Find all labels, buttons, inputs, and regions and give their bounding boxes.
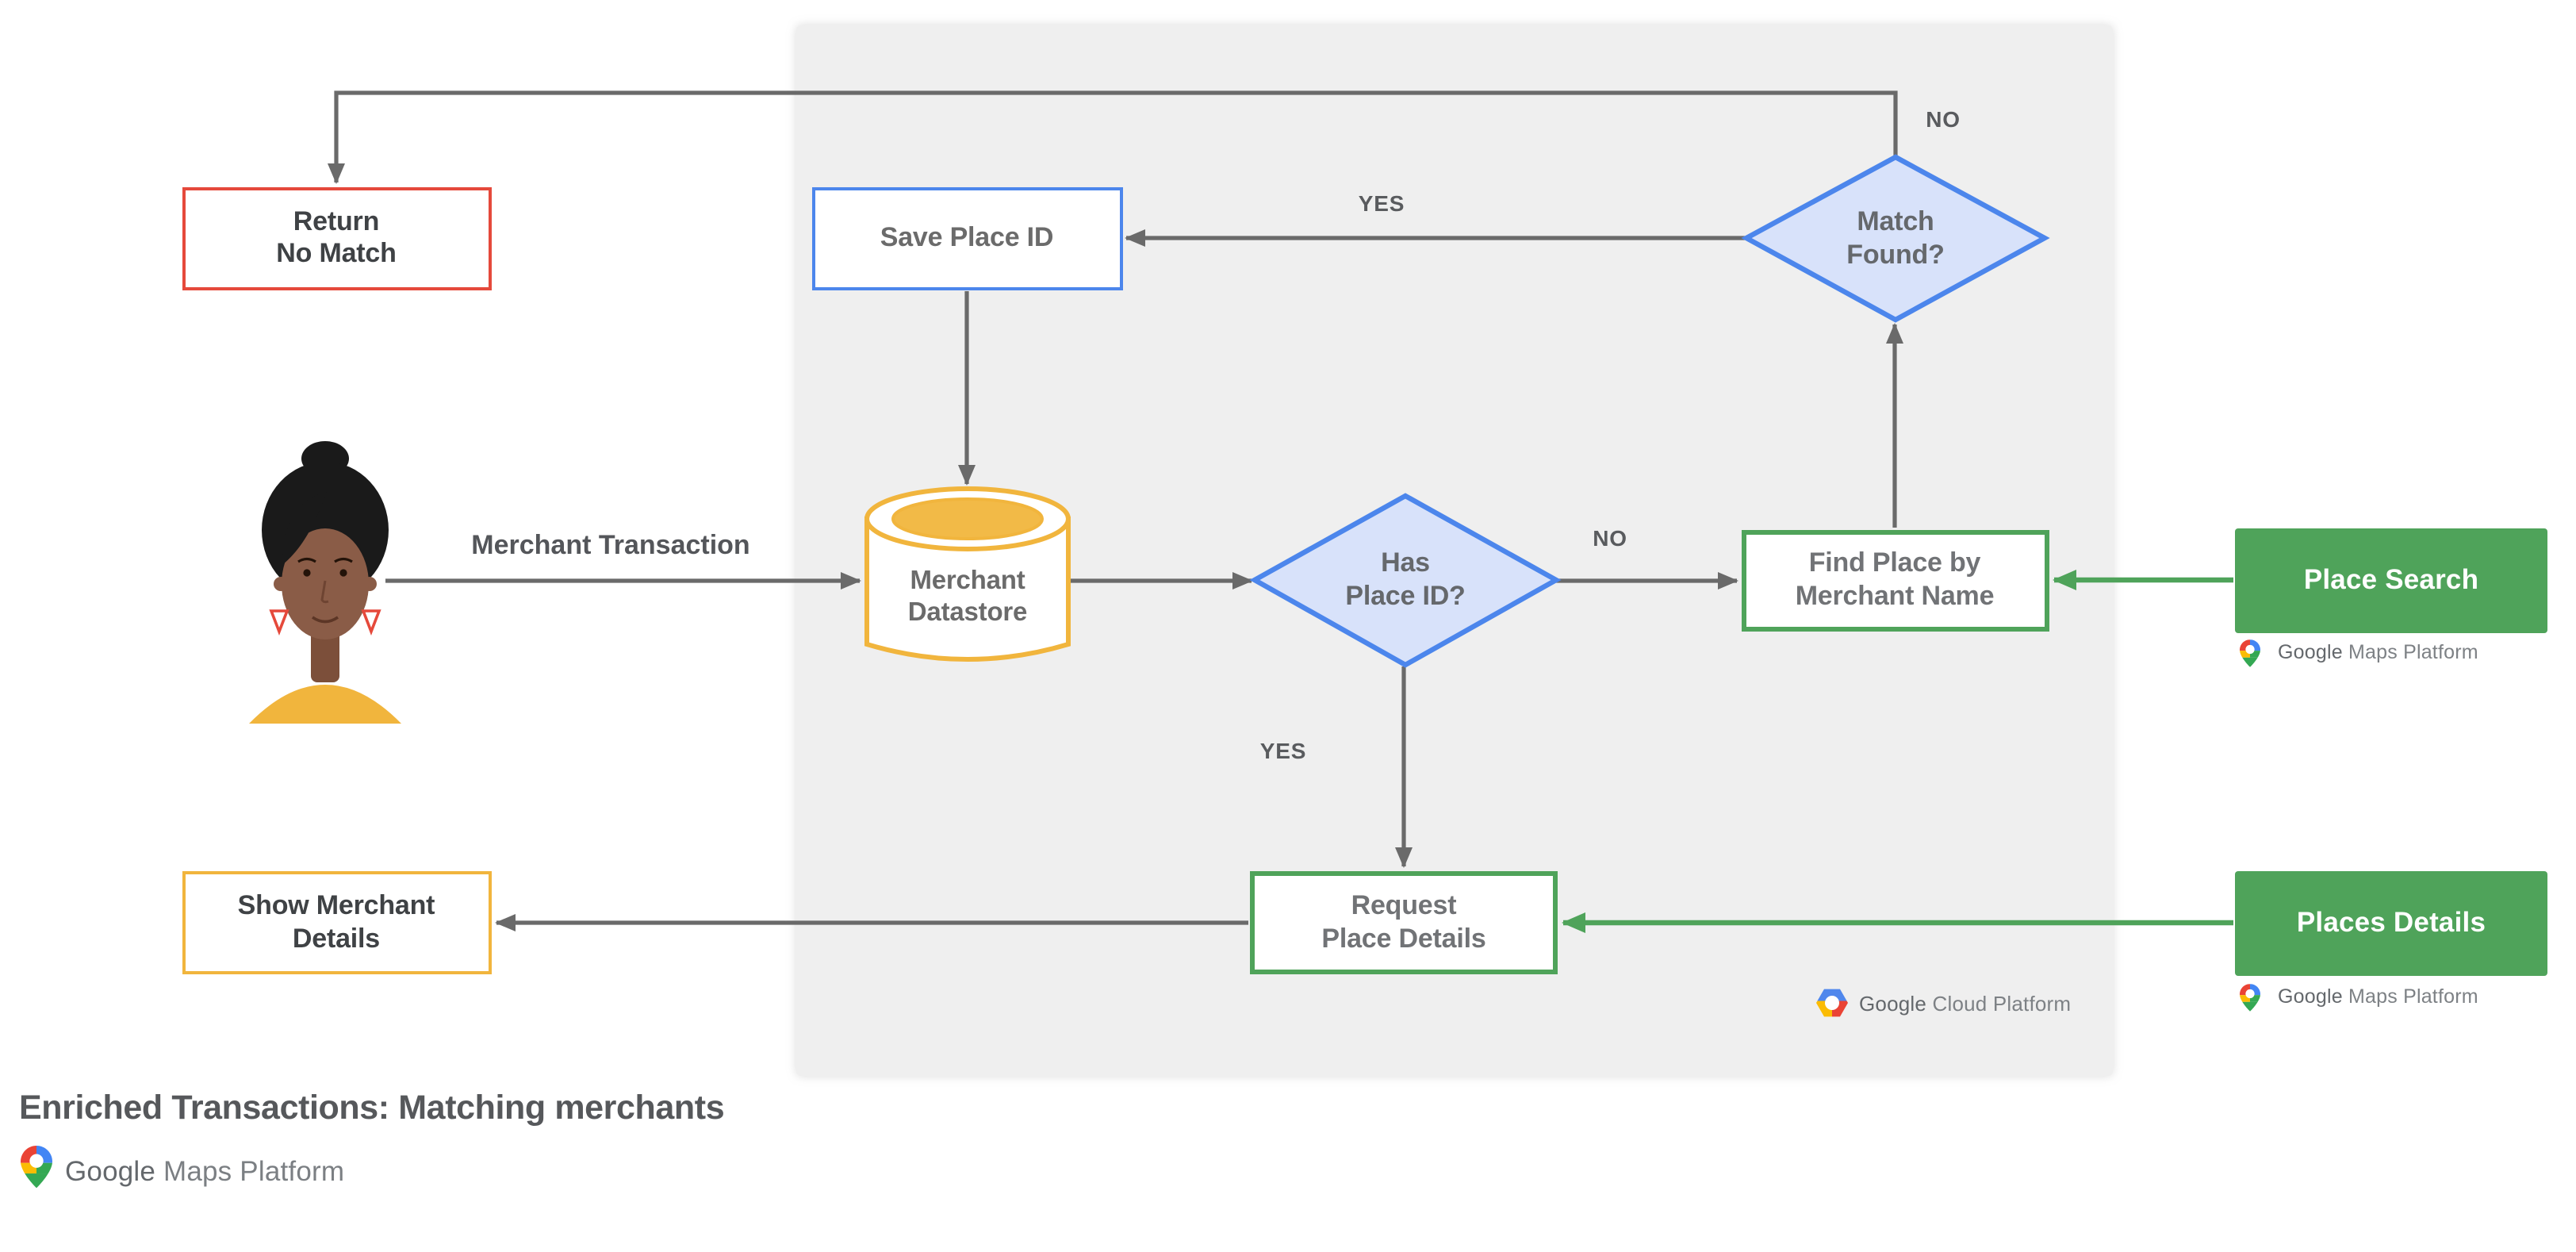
api-box-place-search: Place Search bbox=[2235, 528, 2547, 632]
node-label: Save Place ID bbox=[880, 221, 1054, 252]
maps-pin-icon bbox=[2240, 984, 2260, 1012]
maps-platform-logo-large: Google Maps Platform bbox=[65, 1155, 344, 1189]
maps-platform-wordmark: Maps Platform bbox=[2348, 985, 2478, 1008]
edge-label-no-top: NO bbox=[1926, 106, 1961, 132]
cloud-hexagon-icon bbox=[1816, 987, 1848, 1020]
node-find-place-by-merchant-name: Find Place by Merchant Name bbox=[1741, 529, 2049, 631]
merchant-datastore-cylinder bbox=[864, 486, 1071, 662]
edge-label-no-find: NO bbox=[1593, 524, 1627, 550]
maps-platform-wordmark: Maps Platform bbox=[163, 1155, 345, 1187]
google-wordmark: Google bbox=[1859, 992, 1927, 1016]
google-wordmark: Google bbox=[2278, 641, 2343, 663]
merchant-user-avatar bbox=[249, 441, 401, 724]
api-box-places-details: Places Details bbox=[2235, 870, 2547, 975]
api-label: Place Search bbox=[2303, 563, 2479, 596]
node-show-merchant-details: Show Merchant Details bbox=[182, 871, 491, 974]
edge-label-yes-request: YES bbox=[1259, 737, 1307, 762]
gray-connectors bbox=[328, 90, 1903, 931]
edge-label-yes-save: YES bbox=[1358, 190, 1405, 216]
cloud-platform-wordmark: Cloud Platform bbox=[1932, 992, 2072, 1016]
logo-text: Google Cloud Platform bbox=[1859, 992, 2071, 1016]
maps-pin-icon bbox=[2240, 639, 2260, 667]
page-title: Enriched Transactions: Matching merchant… bbox=[19, 1089, 725, 1127]
logo-text: Google Maps Platform bbox=[2278, 641, 2478, 663]
node-save-place-id: Save Place ID bbox=[811, 186, 1122, 290]
match-found-diamond bbox=[1741, 154, 2050, 323]
logo-text: Google Maps Platform bbox=[2278, 985, 2478, 1008]
maps-platform-logo-small: Google Maps Platform bbox=[2268, 641, 2478, 663]
google-wordmark: Google bbox=[65, 1155, 156, 1187]
maps-platform-logo-small: Google Maps Platform bbox=[2268, 985, 2478, 1008]
node-label: Show Merchant Details bbox=[237, 889, 435, 953]
merchant-transaction-label: Merchant Transaction bbox=[471, 530, 750, 560]
has-place-id-diamond bbox=[1249, 493, 1562, 668]
node-label: Request Place Details bbox=[1321, 889, 1486, 953]
maps-platform-wordmark: Maps Platform bbox=[2348, 641, 2478, 663]
logo-text: Google Maps Platform bbox=[65, 1155, 344, 1189]
decision-diamonds bbox=[1249, 154, 2050, 668]
node-label: Find Place by Merchant Name bbox=[1795, 547, 1995, 610]
node-request-place-details: Request Place Details bbox=[1250, 871, 1558, 974]
node-label: Return No Match bbox=[276, 205, 397, 269]
maps-pin-icon bbox=[21, 1146, 52, 1188]
node-return-no-match: Return No Match bbox=[182, 186, 491, 290]
api-label: Places Details bbox=[2296, 905, 2486, 938]
green-connectors bbox=[1562, 570, 2233, 933]
cloud-platform-logo: Google Cloud Platform bbox=[1859, 992, 2071, 1016]
google-wordmark: Google bbox=[2278, 985, 2343, 1008]
